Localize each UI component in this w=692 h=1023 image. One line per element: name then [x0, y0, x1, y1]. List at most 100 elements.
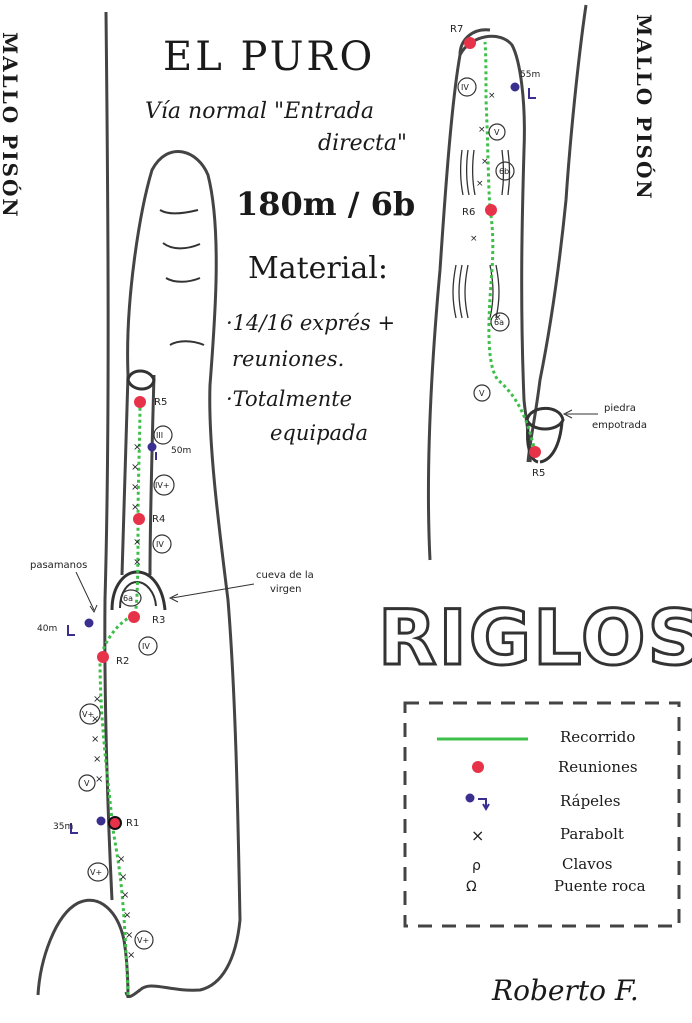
svg-text:×: × — [91, 714, 99, 725]
legend-label-route: Recorrido — [560, 728, 635, 746]
grade-label-main-3: V — [84, 779, 90, 788]
belay-label-r6: R6 — [462, 207, 475, 218]
subtitle-line2: directa" — [318, 131, 407, 156]
belay-label-r4: R4 — [152, 514, 165, 525]
grade-label-upper-1: IV — [461, 83, 469, 92]
svg-text:×: × — [117, 854, 125, 865]
rappel-icon-upper — [510, 82, 536, 99]
legend-icons: × ρ Ω — [437, 737, 528, 895]
subtitle-line1: Vía normal "Entrada — [145, 99, 374, 124]
pillar-inner-edge — [120, 374, 130, 576]
svg-text:×: × — [476, 179, 484, 189]
material-line-3: ·Totalmente — [226, 387, 352, 411]
grade-label-main-9: 6a — [123, 594, 133, 603]
material-line-2: reuniones. — [232, 347, 344, 371]
belay-label-r7: R7 — [450, 24, 463, 35]
svg-text:×: × — [123, 910, 131, 921]
parabolt-marks-main: × × × × × × × × × × × × × × × × × — [91, 442, 141, 961]
grade-label-upper-2: V — [494, 128, 500, 137]
svg-text:×: × — [133, 442, 141, 453]
route-stats: 180m / 6b — [236, 185, 415, 223]
legend-label-belay: Reuniones — [558, 758, 638, 776]
grade-label-main-1: V+ — [137, 936, 149, 945]
thread-icon: Ω — [466, 879, 477, 895]
grades-main — [78, 425, 175, 950]
upper-pillar-outline — [426, 34, 532, 561]
callout-pasamanos: pasamanos — [30, 560, 87, 571]
legend-box — [403, 701, 681, 928]
svg-text:×: × — [494, 313, 502, 323]
callout-piedra-line2: empotrada — [592, 420, 647, 431]
belay-label-r2: R2 — [116, 656, 129, 667]
svg-text:×: × — [131, 502, 139, 513]
material-line-4: equipada — [270, 421, 368, 445]
svg-text:×: × — [133, 537, 141, 548]
grade-label-upper-5: V — [479, 389, 485, 398]
boulder-outline — [36, 898, 130, 999]
svg-text:×: × — [133, 557, 141, 568]
legend-label-piton: Clavos — [562, 855, 612, 873]
rappel-label-50m: 50m — [171, 446, 191, 456]
grade-label-main-2: V+ — [90, 868, 102, 877]
piton-icon: ρ — [472, 858, 481, 874]
left-cliff-outline — [103, 11, 114, 901]
svg-text:×: × — [119, 872, 127, 883]
legend-label-thread: Puente roca — [554, 877, 646, 895]
grade-label-upper-3: 6b — [499, 167, 509, 176]
svg-text:×: × — [121, 890, 129, 901]
callout-cueva-arrow — [168, 583, 255, 603]
belay-label-r5: R5 — [154, 397, 167, 408]
svg-text:×: × — [488, 91, 496, 101]
belays-main — [97, 396, 146, 830]
pillar-top-details — [159, 209, 205, 346]
rappel-label-55m: 55m — [520, 70, 540, 80]
route-line-main — [98, 399, 142, 996]
chimney-cap — [126, 369, 156, 391]
svg-text:×: × — [127, 950, 135, 961]
callout-piedra-line1: piedra — [604, 403, 636, 414]
belay-label-r3: R3 — [152, 615, 165, 626]
svg-text:×: × — [95, 774, 103, 785]
svg-text:×: × — [125, 930, 133, 941]
rappel-label-35m: 35m — [53, 822, 73, 832]
svg-text:×: × — [91, 734, 99, 745]
pillar-outline — [124, 150, 242, 998]
chockstone — [525, 406, 565, 431]
callout-pasamanos-arrow — [75, 571, 98, 614]
grade-label-main-5: IV — [142, 642, 150, 651]
route-line-upper — [483, 41, 537, 453]
grade-label-main-7: IV+ — [155, 481, 170, 490]
callout-piedra-arrow — [562, 409, 598, 419]
svg-text:×: × — [93, 694, 101, 705]
svg-text:×: × — [481, 157, 489, 167]
rappel-label-40m: 40m — [37, 624, 57, 634]
material-heading: Material: — [248, 251, 388, 286]
belay-label-r1: R1 — [126, 818, 139, 829]
material-line-1: ·14/16 exprés + — [226, 311, 395, 335]
svg-text:×: × — [93, 754, 101, 765]
rappel-icons-main — [67, 442, 157, 834]
callout-cueva-line2: virgen — [270, 584, 301, 595]
grade-label-main-4: V+ — [82, 710, 94, 719]
belays-upper — [464, 37, 541, 458]
side-label-right: MALLO PISÓN — [632, 14, 657, 201]
svg-text:×: × — [478, 125, 486, 135]
side-label-left: MALLO PISÓN — [0, 32, 23, 219]
svg-text:×: × — [470, 234, 478, 244]
svg-text:×: × — [131, 482, 139, 493]
svg-text:×: × — [131, 462, 139, 473]
belay-label-r5-upper: R5 — [532, 468, 545, 479]
parabolt-marks-upper: × × × × × × — [470, 91, 502, 323]
legend-label-rappel: Rápeles — [560, 792, 620, 810]
author-signature: Roberto F. — [491, 974, 639, 1007]
grade-label-upper-4: 6a — [494, 318, 504, 327]
area-name: RIGLOS — [378, 593, 692, 682]
belay-dot-icon — [472, 761, 484, 773]
legend-label-parabolt: Parabolt — [560, 825, 624, 843]
grades-upper — [457, 77, 515, 402]
callout-cueva-line1: cueva de la — [256, 570, 314, 581]
page-title: EL PURO — [163, 34, 375, 80]
grade-label-main-6: IV — [156, 540, 164, 549]
parabolt-icon: × — [471, 826, 484, 845]
